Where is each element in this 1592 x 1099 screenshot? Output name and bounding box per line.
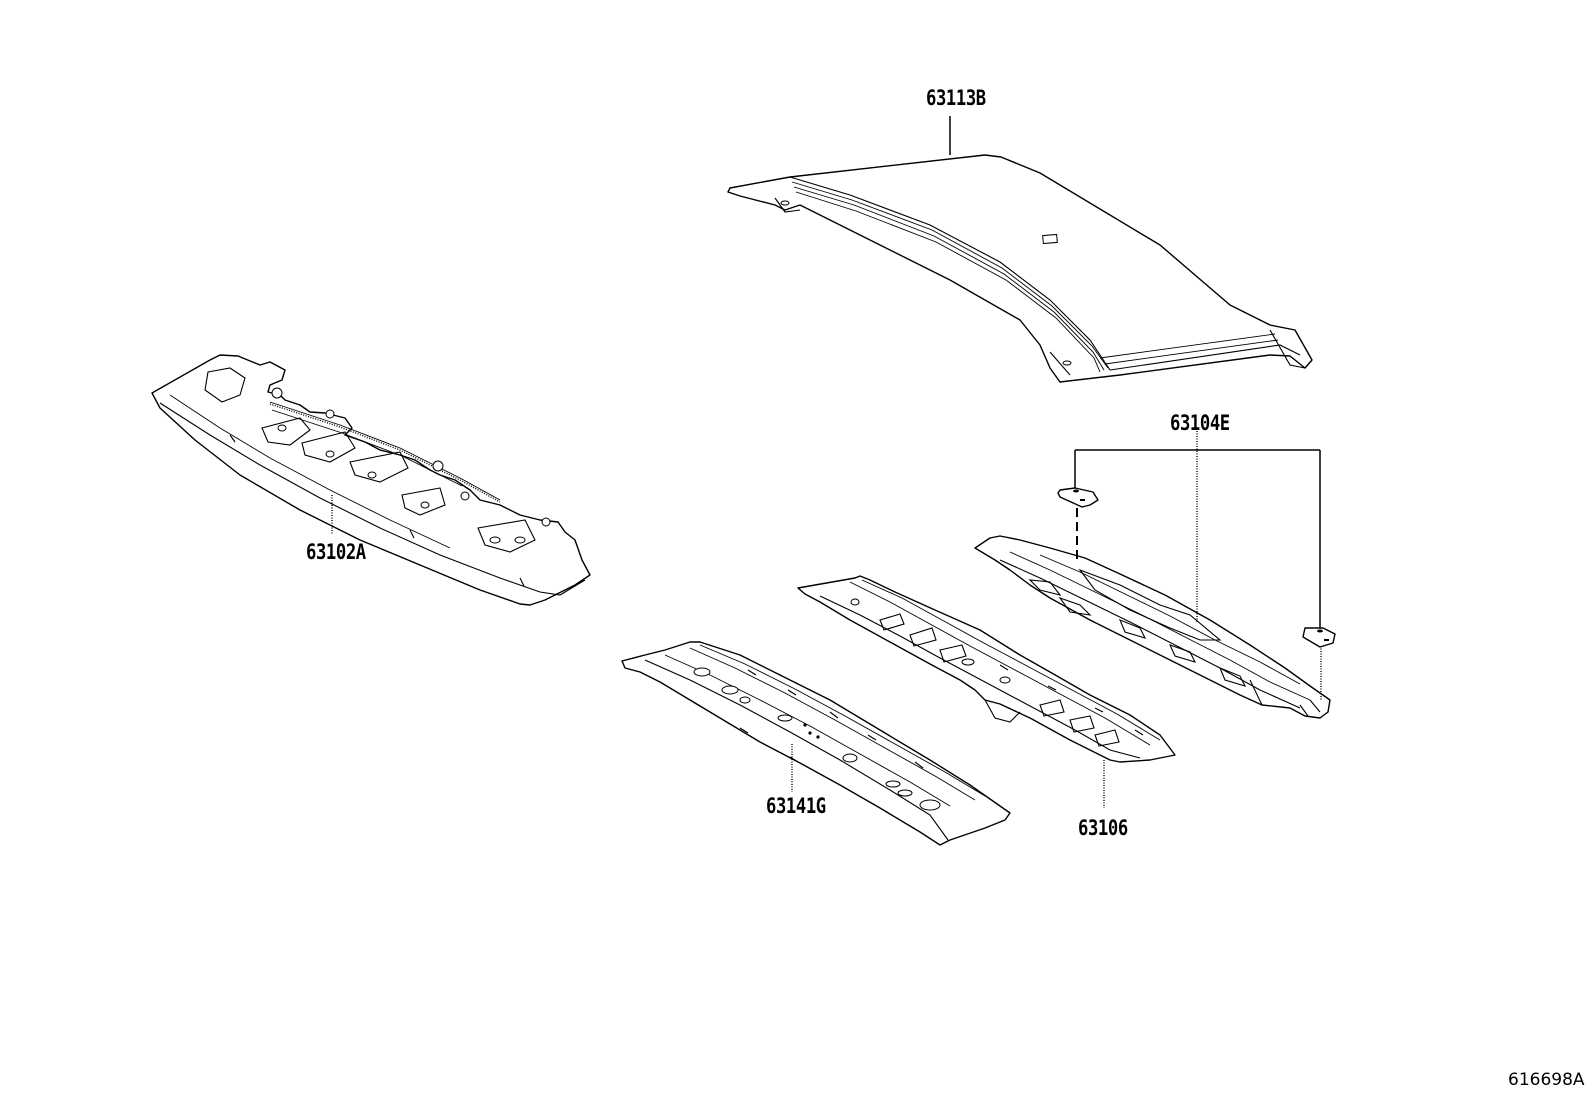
roof-panel-drawing[interactable] — [727, 154, 1313, 383]
part-label-roof-bow-3[interactable]: 63104E — [1170, 411, 1230, 435]
part-label-roof-bow-1[interactable]: 63141G — [766, 794, 826, 818]
roof-bow-3-drawing[interactable] — [974, 535, 1331, 719]
roof-bow-2-drawing[interactable] — [797, 575, 1176, 763]
part-label-front-header-panel[interactable]: 63102A — [306, 540, 366, 564]
clip-lower-drawing[interactable] — [1302, 627, 1336, 648]
leader-bracket-63104E — [1074, 431, 1322, 700]
front-header-panel-drawing[interactable] — [151, 354, 591, 606]
part-label-roof-panel[interactable]: 63113B — [926, 86, 986, 110]
roof-bow-1-drawing[interactable] — [621, 641, 1011, 846]
clip-upper-drawing[interactable] — [1057, 487, 1099, 508]
diagram-reference-number: 616698A — [1508, 1070, 1585, 1090]
part-label-roof-bow-2[interactable]: 63106 — [1078, 816, 1128, 840]
